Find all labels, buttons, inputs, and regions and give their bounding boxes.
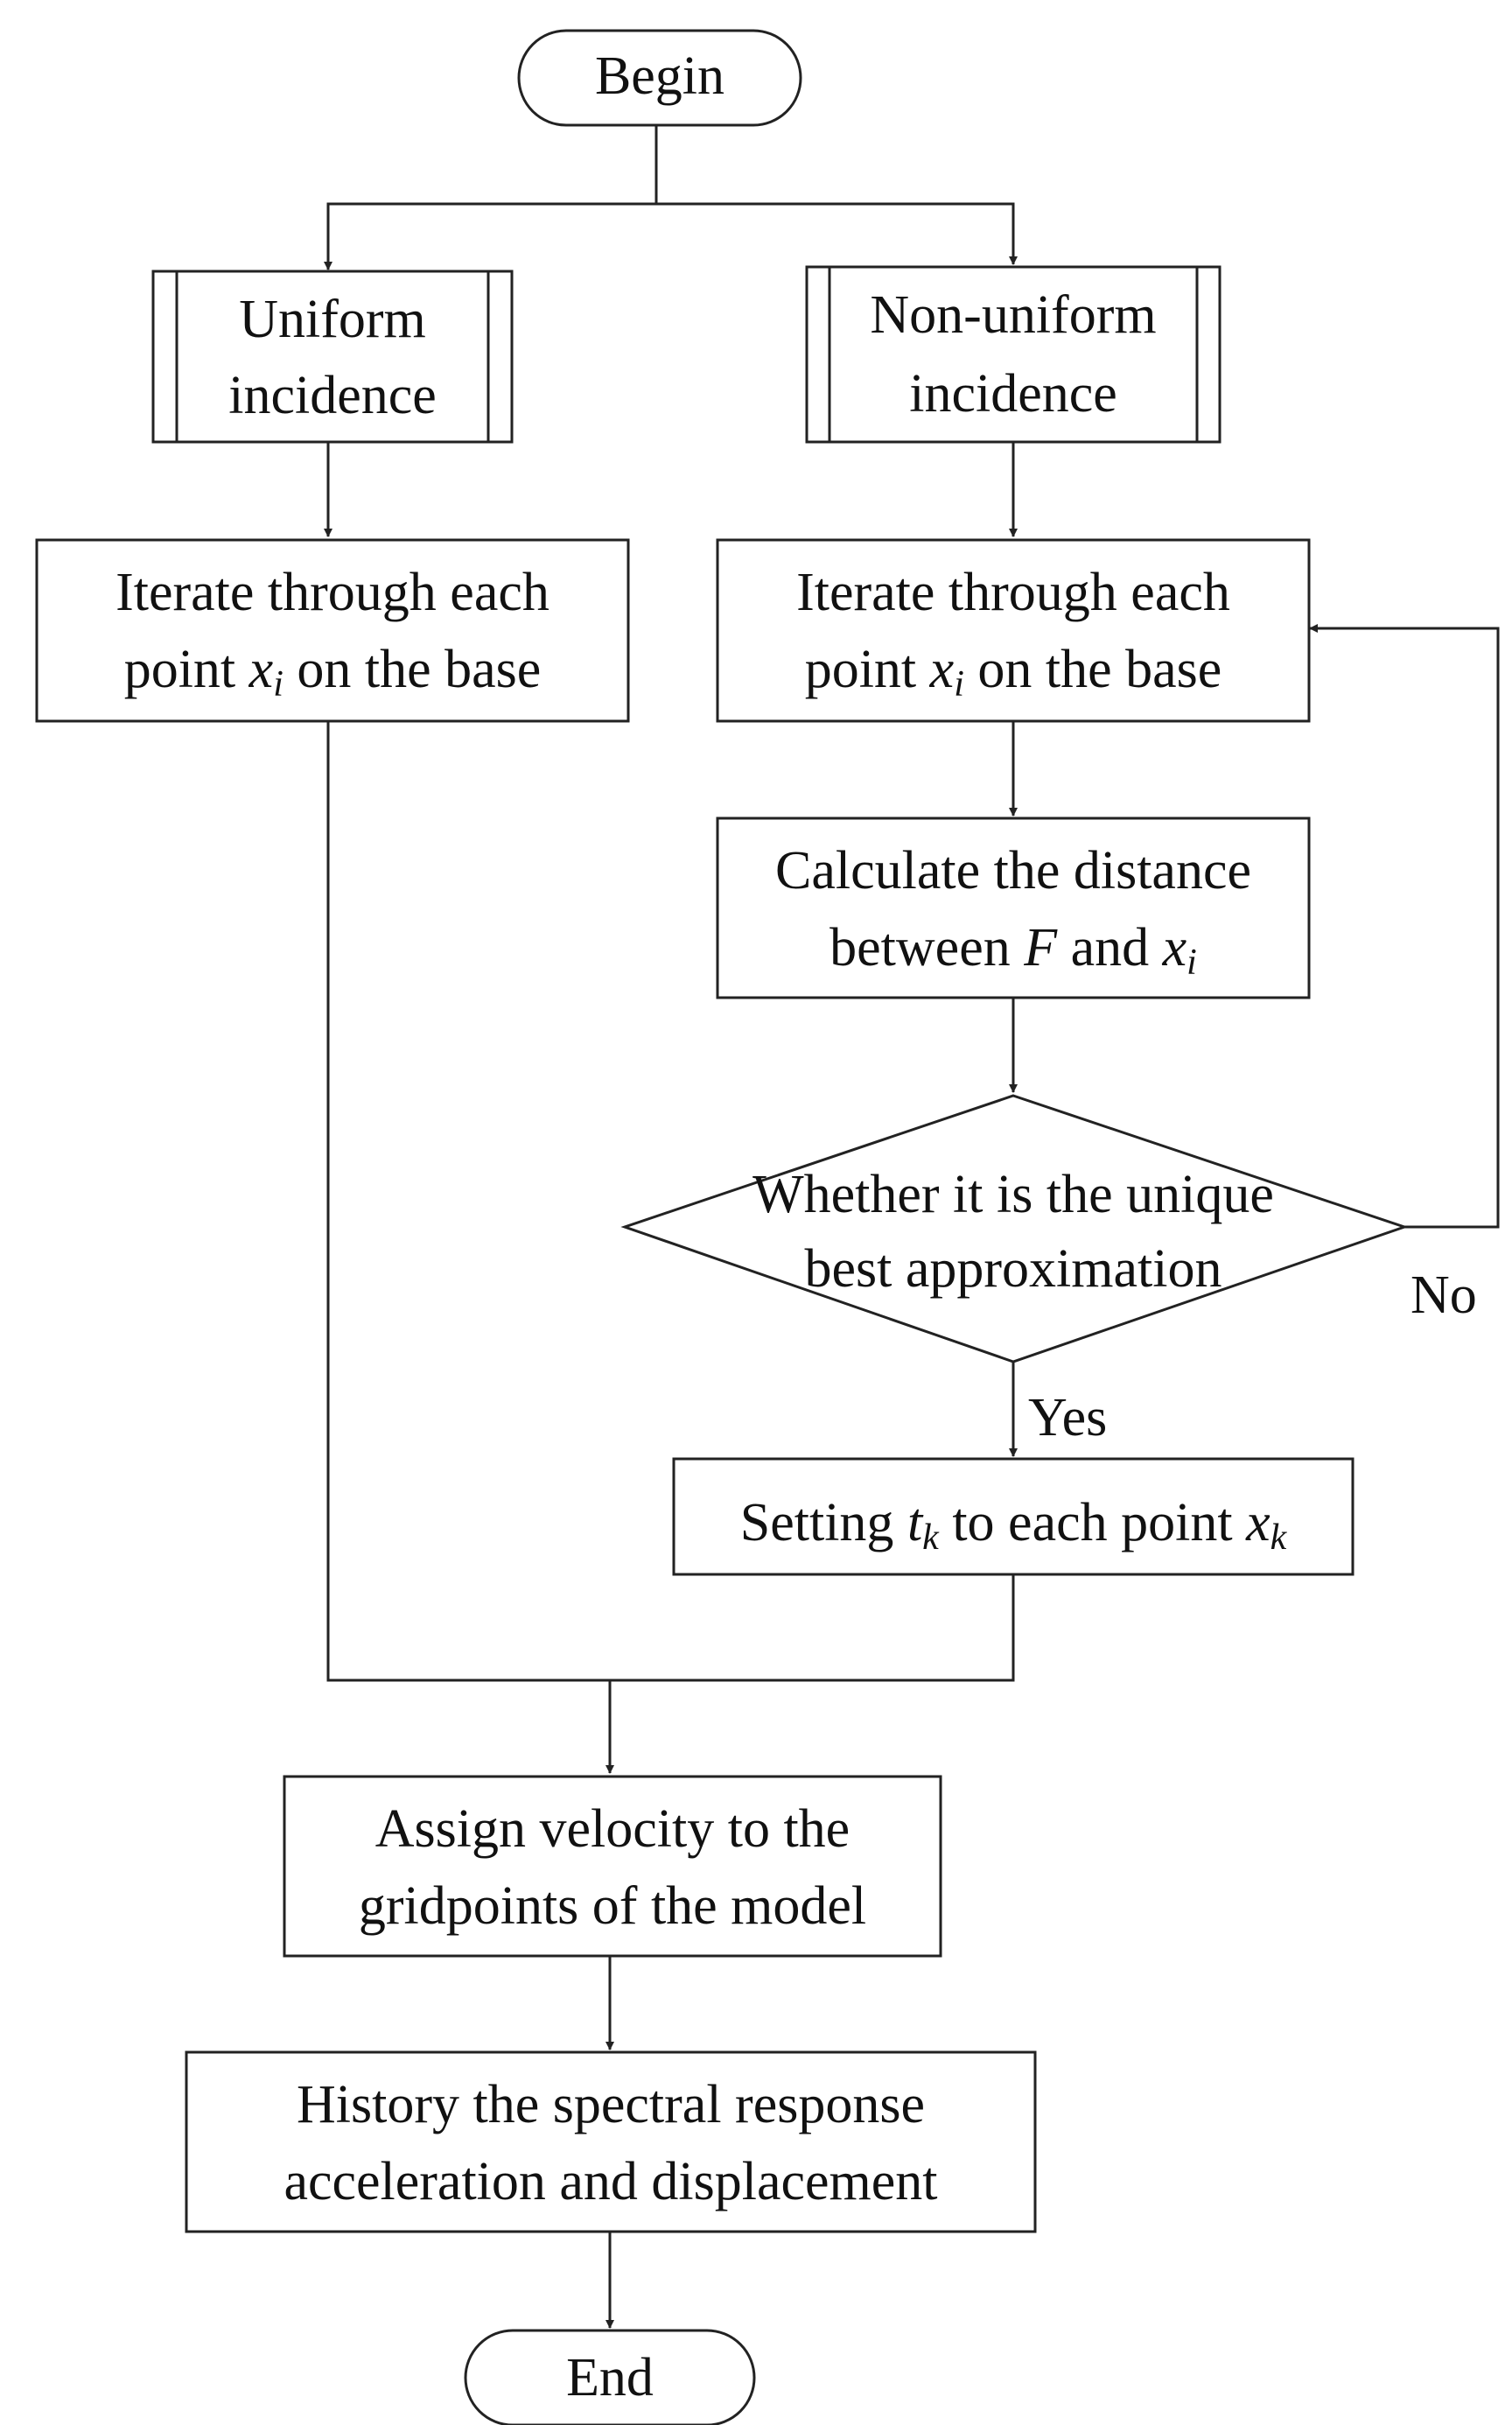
calculate-line1: Calculate the distance [775,841,1251,901]
node-calculate-distance: Calculate the distance between F and xi [716,817,1311,999]
edge-label-yes: Yes [1028,1388,1107,1447]
iterate-left-line1: Iterate through each [116,563,550,622]
iterate-left-line2: point xi on the base [124,640,542,704]
node-nonuniform-incidence: Non-uniform incidence [805,265,1222,444]
history-line1: History the spectral response [297,2075,925,2134]
node-begin: Begin [517,29,802,127]
edge-decision-loop [1309,624,1500,1229]
edge-split-nonuniform [656,202,1018,265]
uniform-line2: incidence [228,366,437,425]
edge-label-no: No [1410,1265,1477,1325]
node-iterate-left: Iterate through each point xi on the bas… [35,538,630,723]
nonuniform-line1: Non-uniform [870,285,1156,345]
node-decision: Whether it is the unique best approximat… [620,1094,1409,1363]
decision-line1: Whether it is the unique [752,1165,1274,1224]
end-label: End [566,2348,654,2407]
node-history: History the spectral response accelerati… [185,2050,1037,2233]
nonuniform-line2: incidence [909,364,1117,424]
node-setting: Setting tk to each point xk [672,1457,1354,1576]
begin-label: Begin [595,46,724,106]
node-end: End [464,2329,756,2425]
iterate-right-line1: Iterate through each [796,563,1230,622]
uniform-line1: Uniform [239,290,426,349]
setting-label: Setting tk to each point xk [740,1493,1288,1558]
iterate-right-line2: point xi on the base [805,640,1222,704]
calculate-line2: between F and xi [830,918,1197,983]
assign-line1: Assign velocity to the [375,1799,850,1859]
edge-begin-split [324,126,658,270]
edge-iterate-left-merge [326,722,1015,1682]
history-line2: acceleration and displacement [284,2152,937,2211]
node-assign-velocity: Assign velocity to the gridpoints of the… [283,1775,942,1958]
node-iterate-right: Iterate through each point xi on the bas… [716,538,1311,723]
assign-line2: gridpoints of the model [359,1876,866,1936]
node-uniform-incidence: Uniform incidence [151,270,514,444]
decision-line2: best approximation [805,1239,1222,1299]
